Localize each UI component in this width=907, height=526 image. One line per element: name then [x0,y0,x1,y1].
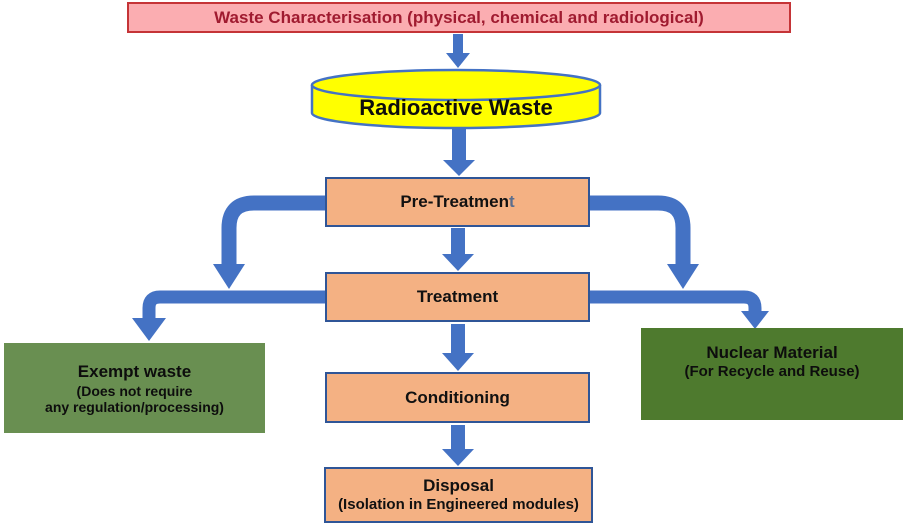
arrow-treatment-to-exempt [132,290,325,341]
node-pre-treatment: Pre-Treatment [325,177,590,227]
arrow-conditioning-to-disposal [442,425,474,466]
node-waste-characterisation: Waste Characterisation (physical, chemic… [127,2,791,33]
pre-treatment-label-tail: t [509,192,515,212]
node-nuclear-material: Nuclear Material (For Recycle and Reuse) [641,328,903,420]
node-treatment: Treatment [325,272,590,322]
node-radioactive-waste-label: Radioactive Waste [359,95,553,121]
arrow-pretreatment-left-branch [213,195,325,289]
exempt-waste-line2: (Does not require [76,382,193,399]
arrow-pretreatment-to-treatment [442,228,474,271]
node-disposal: Disposal (Isolation in Engineered module… [324,467,593,523]
arrow-pretreatment-right-branch [590,195,699,289]
disposal-subtitle: (Isolation in Engineered modules) [338,496,579,514]
node-conditioning: Conditioning [325,372,590,423]
nuclear-material-title: Nuclear Material [706,343,838,362]
exempt-waste-line3: any regulation/processing) [45,398,224,415]
arrow-characterisation-to-waste [446,34,470,68]
exempt-waste-title: Exempt waste [77,362,192,382]
arrow-treatment-to-conditioning [442,324,474,371]
arrow-treatment-to-nuclear [590,290,769,329]
radioactive-waste-cylinder [310,68,602,130]
pre-treatment-label: Pre-Treatment [400,192,515,212]
arrow-waste-to-pretreatment [443,129,475,176]
nuclear-material-subtitle: (For Recycle and Reuse) [684,363,860,381]
disposal-title: Disposal [423,475,494,495]
node-exempt-waste: Exempt waste (Does not require any regul… [4,343,265,433]
